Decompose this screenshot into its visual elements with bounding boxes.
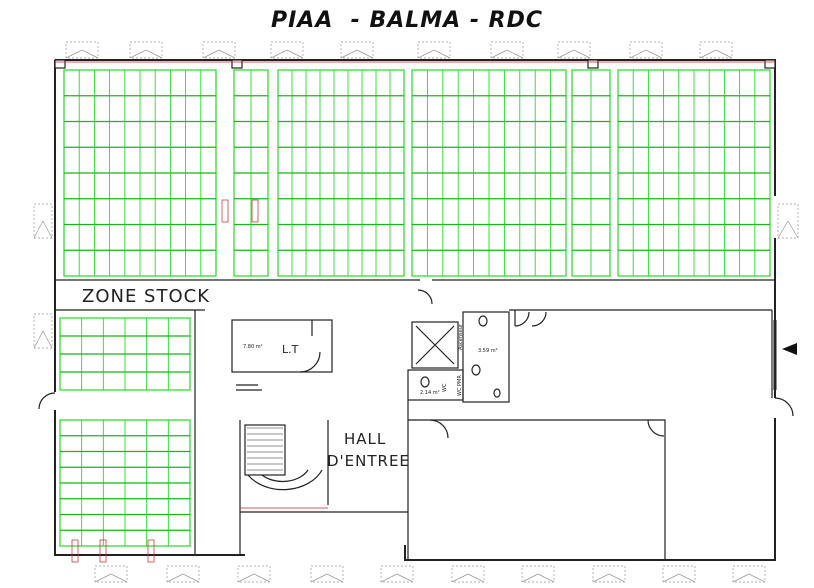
zone-stock-label: ZONE STOCK (82, 286, 211, 307)
window-marker (166, 565, 200, 583)
pillar (587, 59, 599, 69)
ascenseur-label: Ascenseur (458, 324, 464, 350)
wc-left (407, 369, 464, 401)
pillar (231, 59, 243, 69)
window-marker (521, 565, 555, 583)
office-wall (509, 309, 773, 398)
stair (244, 424, 286, 476)
sink (471, 364, 481, 376)
rack-block-4 (617, 69, 771, 277)
rack-block-3 (411, 69, 567, 277)
stair-curve (247, 469, 323, 491)
entrance-door (38, 392, 56, 410)
office-door-swing (514, 311, 530, 327)
rack-block-2 (277, 69, 405, 277)
red-fixture (99, 539, 107, 563)
window-markers (33, 41, 799, 583)
elevator-shaft (411, 321, 459, 369)
wc-label: WC (442, 383, 448, 392)
open-office-wall (407, 400, 666, 560)
hall-label-line2: D'ENTREE (327, 452, 410, 470)
plan-title: PIAA - BALMA - RDC (271, 8, 543, 33)
elevator-cross (415, 325, 455, 365)
office-door-swing (429, 419, 665, 439)
window-marker (662, 565, 696, 583)
wc-right-area-label: 3.59 m² (478, 348, 498, 354)
window-marker (270, 41, 304, 59)
red-fixture (251, 199, 259, 223)
rack-block-stock-top (59, 317, 191, 391)
window-marker (340, 41, 374, 59)
stock-side-wall (55, 309, 205, 555)
window-marker (592, 565, 626, 583)
pillar (764, 59, 776, 69)
window-marker (699, 41, 733, 59)
rack-block-stock-bottom (59, 419, 191, 547)
pillar (54, 59, 66, 69)
lt-detail (236, 320, 313, 391)
window-marker (629, 41, 663, 59)
red-fixture (221, 199, 229, 223)
toilet (420, 376, 430, 388)
rack-aisle-1 (233, 69, 269, 277)
window-marker (490, 41, 524, 59)
window-marker (557, 41, 591, 59)
office-door-swing (531, 311, 547, 327)
window-marker (129, 41, 163, 59)
lt-room (231, 319, 333, 373)
walls (38, 59, 794, 561)
hall-wall (239, 420, 408, 555)
entrance-door (774, 397, 794, 417)
rack-block-1 (63, 69, 217, 277)
entrance-arrow (782, 343, 797, 355)
window-marker (310, 565, 344, 583)
window-marker (237, 565, 271, 583)
wc-pmr-label: WC PMR (457, 375, 463, 396)
window-marker (33, 313, 53, 349)
toilet (493, 388, 501, 398)
window-marker (65, 41, 99, 59)
window-marker (202, 41, 236, 59)
window-marker (417, 41, 451, 59)
outer-wall-right (404, 238, 776, 561)
window-marker (380, 565, 414, 583)
stock-door (417, 289, 433, 305)
lt-room-label: L.T (282, 343, 299, 356)
racking-zones (59, 69, 771, 547)
window-marker (777, 203, 799, 239)
wc-right (462, 311, 510, 403)
hall-label-line1: HALL (344, 430, 387, 448)
lt-door-swing (299, 351, 321, 373)
lt-area-label: 7.80 m² (243, 344, 263, 350)
outer-wall-left (54, 60, 245, 556)
window-marker (451, 565, 485, 583)
window-marker (33, 203, 53, 239)
window-marker (94, 565, 128, 583)
outer-wall-top (55, 59, 776, 196)
wc-left-area-label: 2.14 m² (420, 390, 440, 396)
toilet (478, 315, 488, 327)
red-fixture (147, 539, 155, 563)
details (71, 199, 797, 563)
rack-aisle-2 (571, 69, 611, 277)
red-fixture (71, 539, 79, 563)
window-marker (732, 565, 766, 583)
